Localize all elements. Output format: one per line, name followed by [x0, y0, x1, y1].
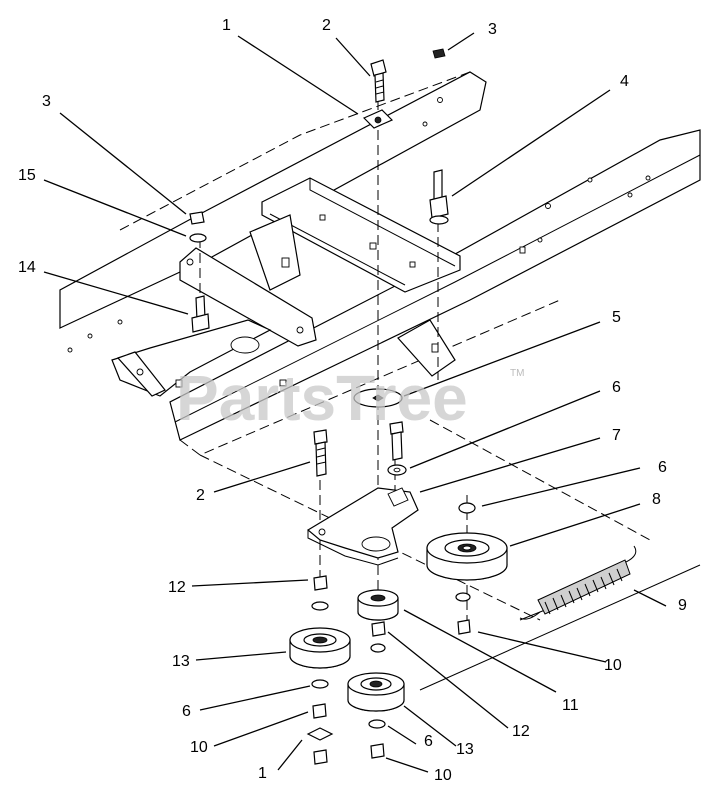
- callout-labels: 1 2 3 4 3 15 14 5 6 7 6 8 2 12 9 13 11 1…: [18, 17, 687, 784]
- pulley-lower: [347, 672, 405, 759]
- callout-12-right: 12: [512, 723, 530, 740]
- tension-spring: [519, 545, 637, 621]
- callout-3: 3: [488, 21, 497, 38]
- callout-6-lower: 6: [424, 733, 433, 750]
- callout-11: 11: [562, 697, 579, 714]
- callout-6-upper: 6: [612, 379, 621, 396]
- large-washer: [353, 388, 403, 408]
- callout-6-left: 6: [182, 703, 191, 720]
- callout-10-right: 10: [604, 657, 622, 674]
- callout-3-left: 3: [42, 93, 51, 110]
- pivot-bracket: [111, 247, 317, 397]
- callout-1: 1: [222, 17, 231, 34]
- callout-10-lower: 10: [434, 767, 452, 784]
- cross-bracket: [249, 177, 461, 377]
- callout-6-right: 6: [658, 459, 667, 476]
- callout-8: 8: [652, 491, 661, 508]
- callout-7: 7: [612, 427, 621, 444]
- callout-1-lower: 1: [258, 765, 267, 782]
- pulley-left: [289, 575, 351, 765]
- top-hardware: [189, 48, 449, 333]
- callout-4: 4: [620, 73, 629, 90]
- callout-12-left: 12: [168, 579, 186, 596]
- callout-10-left: 10: [190, 739, 208, 756]
- callout-5: 5: [612, 309, 621, 326]
- watermark-trademark: TM: [510, 368, 524, 379]
- callout-2-lower: 2: [196, 487, 205, 504]
- pulley-right: [426, 502, 508, 635]
- callout-13-lower: 13: [456, 741, 474, 758]
- callout-9: 9: [678, 597, 687, 614]
- callout-14: 14: [18, 259, 36, 276]
- callout-13-left: 13: [172, 653, 190, 670]
- pulley-center: [357, 589, 399, 653]
- leader-lines: [43, 32, 667, 773]
- idler-arm: [306, 421, 419, 566]
- watermark-text: PartsTree: [176, 362, 468, 434]
- watermark: PartsTree TM: [176, 362, 524, 434]
- callout-15: 15: [18, 167, 36, 184]
- callout-2: 2: [322, 17, 331, 34]
